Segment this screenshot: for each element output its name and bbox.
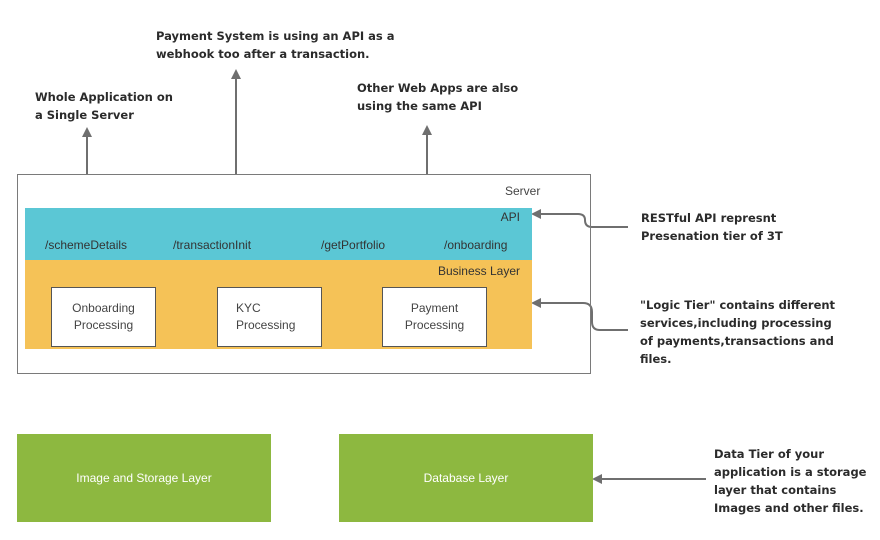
service-payment-processing: Payment Processing [382, 287, 487, 347]
service-label-line: Processing [236, 318, 296, 332]
image-storage-layer-label: Image and Storage Layer [76, 471, 212, 485]
server-label: Server [505, 184, 541, 198]
server-box [17, 174, 591, 374]
note-line: webhook too after a transaction. [156, 47, 370, 61]
api-label: API [500, 210, 520, 224]
service-label-line: Onboarding [72, 301, 135, 315]
note-line: Data Tier of your [714, 447, 824, 461]
data-layer-gap [271, 434, 339, 522]
note-data-tier: Data Tier of your application is a stora… [714, 445, 866, 517]
database-layer-label: Database Layer [423, 471, 509, 485]
note-line: application is a storage [714, 465, 867, 479]
note-line: Images and other files. [714, 501, 864, 515]
note-line: "Logic Tier" contains different [640, 298, 836, 312]
database-layer: Database Layer [339, 434, 593, 522]
note-other-web-apps: Other Web Apps are also using the same A… [357, 79, 518, 115]
service-label-line: Processing [73, 318, 134, 332]
image-storage-layer: Image and Storage Layer [17, 434, 271, 522]
endpoint-get-portfolio: /getPortfolio [321, 238, 386, 252]
business-layer: Business Layer Onboarding Processing KYC… [25, 260, 532, 349]
arrow-logic-tier [531, 298, 628, 331]
note-line: Presenation tier of 3T [641, 229, 783, 243]
api-layer: API /schemeDetails /transactionInit /get… [25, 208, 532, 260]
note-line: Whole Application on [35, 90, 173, 104]
note-payment-system: Payment System is using an API as a webh… [156, 27, 395, 63]
note-line: RESTful API represnt [641, 211, 777, 225]
business-layer-label: Business Layer [437, 264, 520, 278]
endpoint-onboarding: /onboarding [444, 238, 508, 252]
arrow-restful [531, 209, 628, 228]
note-restful-api: RESTful API represnt Presenation tier of… [641, 209, 783, 245]
note-line: using the same API [357, 99, 482, 113]
note-line: of payments,transactions and [640, 334, 834, 348]
service-kyc-processing: KYC Processing [217, 287, 322, 347]
note-line: Other Web Apps are also [357, 81, 519, 95]
service-label-line: Payment [410, 301, 459, 315]
service-label-line: Processing [404, 318, 465, 332]
service-onboarding-processing: Onboarding Processing [51, 287, 156, 347]
note-logic-tier: "Logic Tier" contains different services… [640, 296, 835, 368]
note-line: services,including processing [640, 316, 832, 330]
note-line: a Single Server [35, 108, 134, 122]
endpoint-transaction-init: /transactionInit [173, 238, 252, 252]
note-whole-application: Whole Application on a Single Server [35, 88, 173, 124]
note-line: files. [640, 352, 672, 366]
note-line: layer that contains [714, 483, 837, 497]
service-label-line: KYC [236, 301, 261, 315]
endpoint-scheme-details: /schemeDetails [45, 238, 128, 252]
note-line: Payment System is using an API as a [156, 29, 395, 43]
